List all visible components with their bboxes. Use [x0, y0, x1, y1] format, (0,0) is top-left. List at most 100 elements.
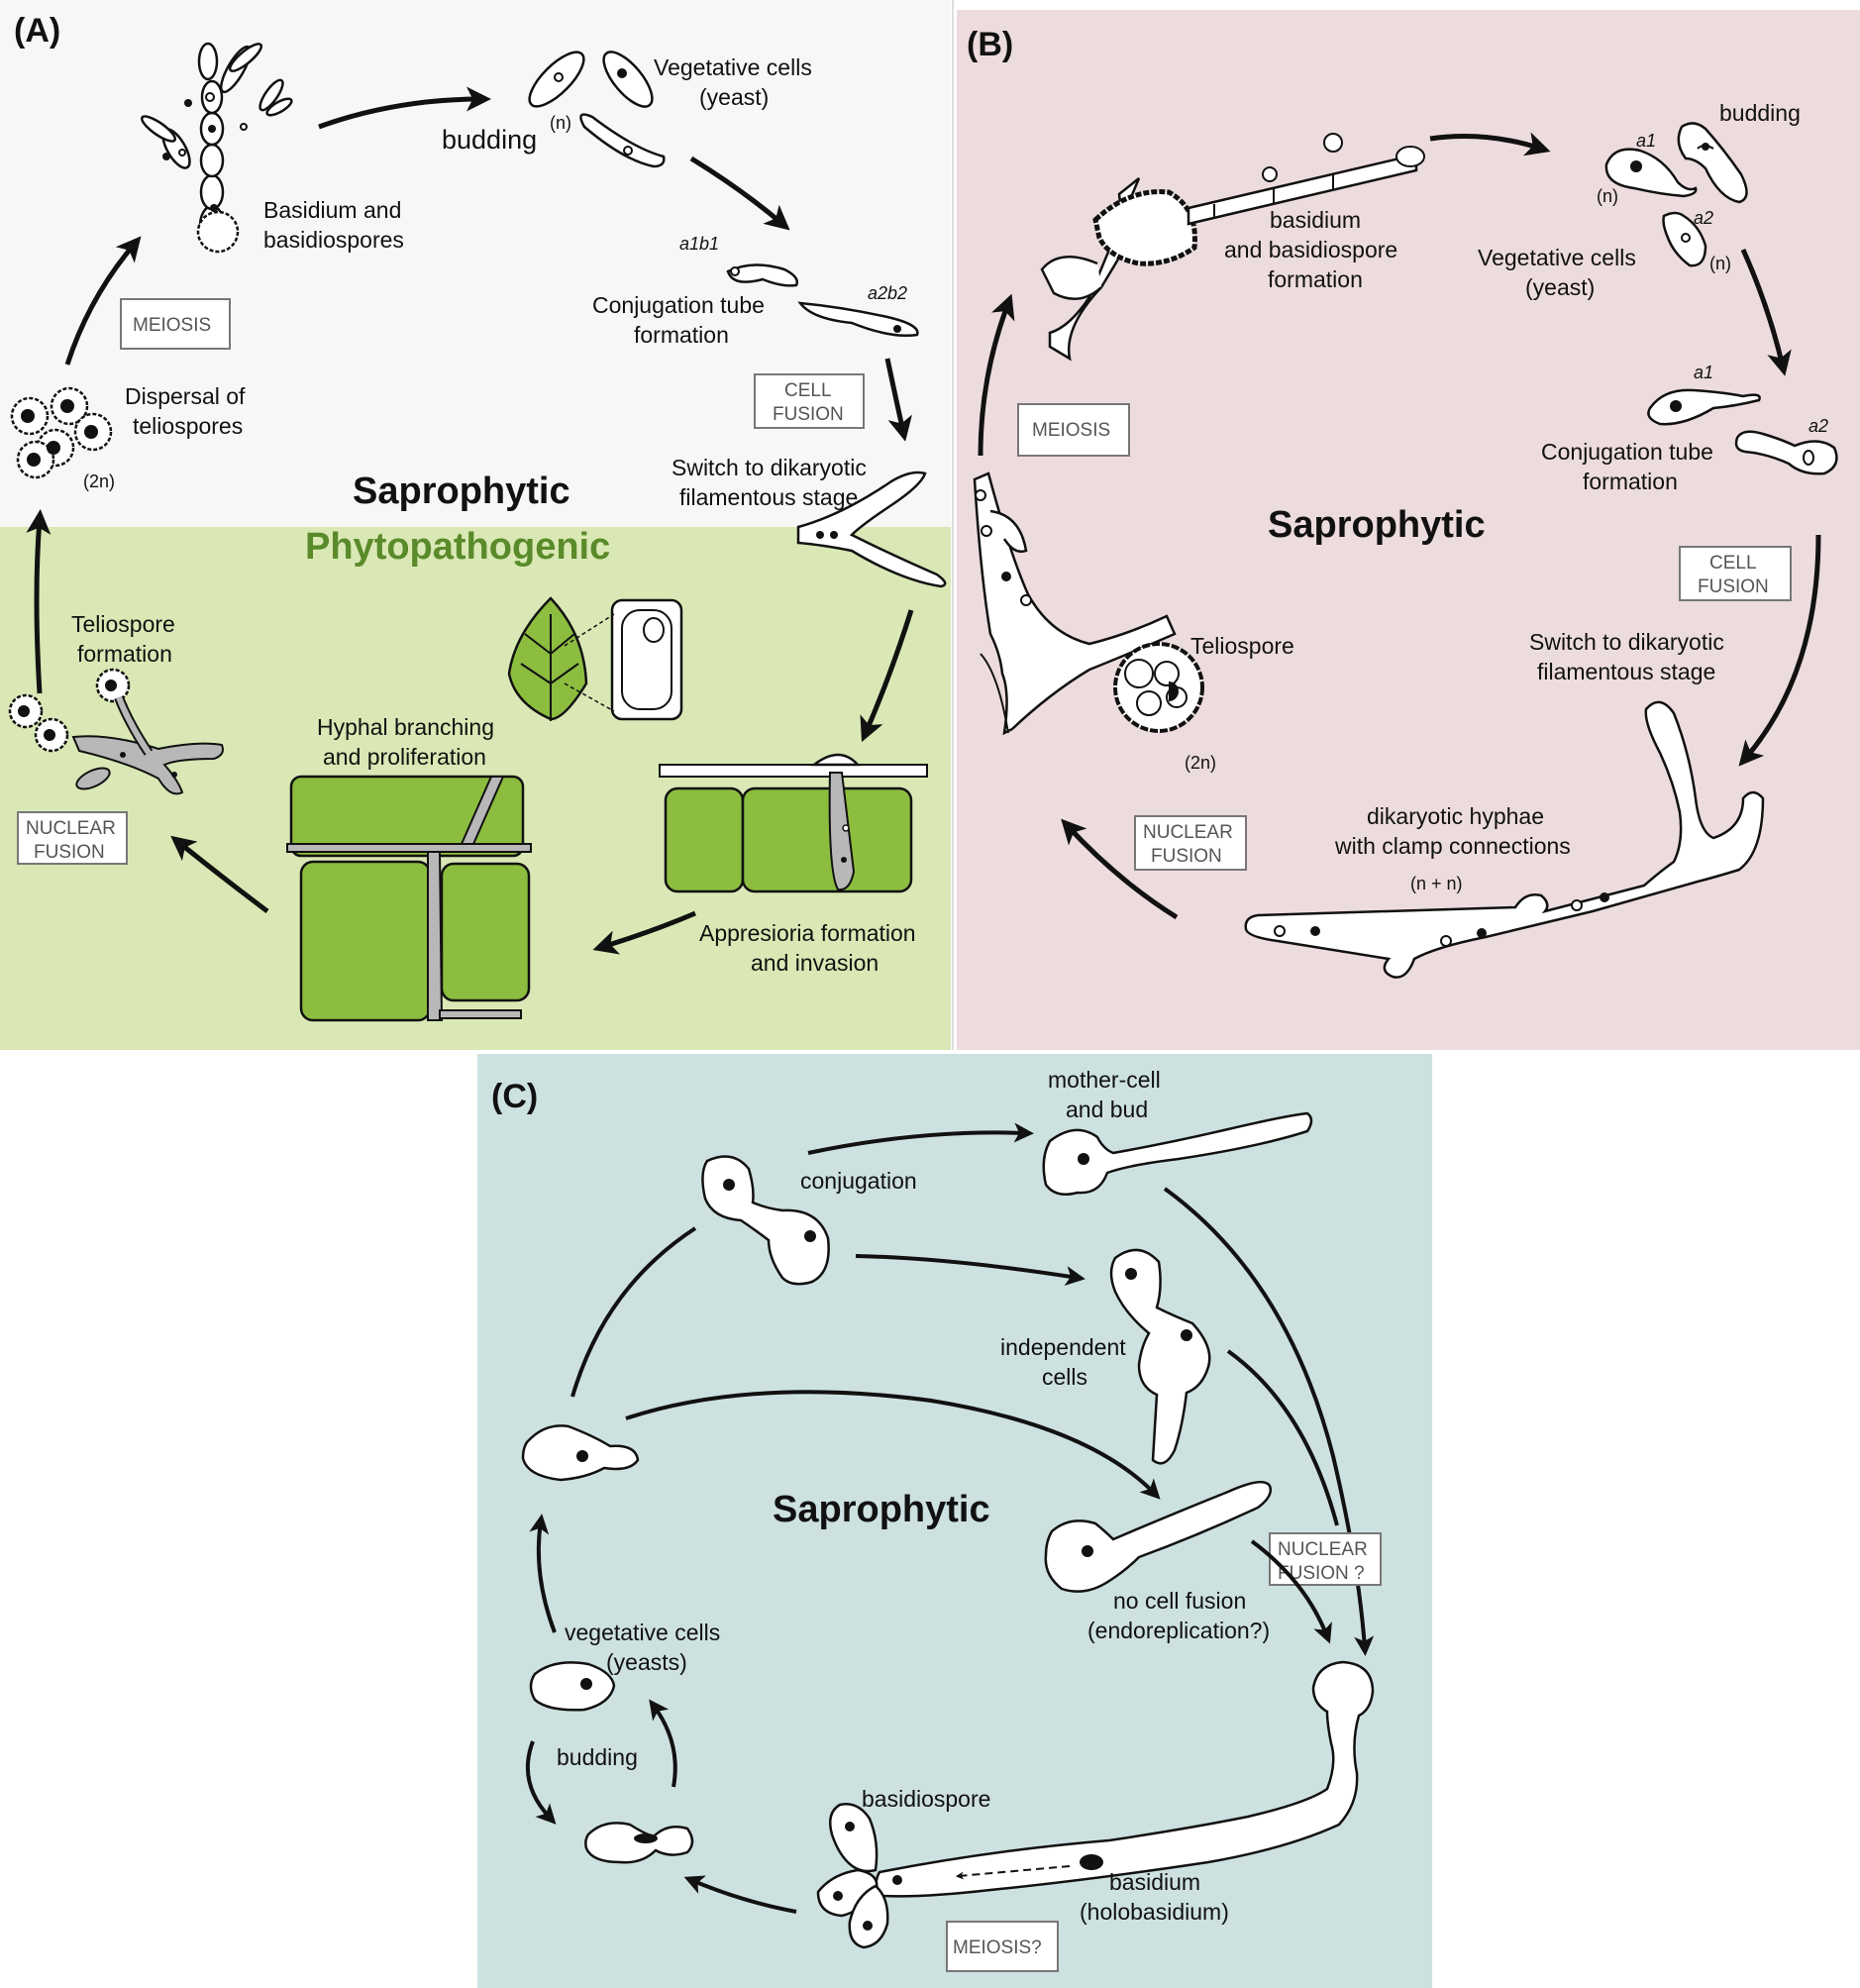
conjugation-label-b: Conjugation tube: [1541, 439, 1713, 465]
vegetative-label-c: vegetative cells: [565, 1620, 720, 1645]
arrow-basidiospore-to-budding: [683, 1875, 797, 1914]
conj-cell-a1b1: [726, 263, 798, 287]
meiosis-box-c: [946, 1921, 1059, 1972]
conjugation-label-c: conjugation: [800, 1168, 917, 1194]
independent-cells-c: [1109, 1248, 1211, 1465]
meiosis-label-b: MEIOSIS: [1032, 420, 1110, 441]
basidium-drawing-c: [875, 1660, 1375, 1898]
arrow-to-mother-cell-c: [807, 1122, 1034, 1155]
mother-label-c: mother-cell: [1048, 1067, 1161, 1093]
a2b2-label: a2b2: [868, 283, 907, 303]
basidiospore-label-c: basidiospore: [862, 1786, 990, 1812]
arc-yeast-to-conjugation: [570, 1226, 697, 1398]
nuclear-fusion-label-c: NUCLEAR: [1278, 1539, 1368, 1560]
nuclear-fusion-label-a: NUCLEAR: [26, 818, 116, 839]
saprophytic-label-b: Saprophytic: [1268, 504, 1486, 546]
meiosis-label-a: MEIOSIS: [133, 315, 211, 336]
conj-cell-b-a1: [1647, 388, 1761, 426]
a2-label-b: a2: [1694, 208, 1713, 228]
arrow-to-basidium-b: [978, 293, 1015, 457]
arrow-to-hyphal-a: [592, 910, 696, 955]
vegetative-label-c-2: (yeasts): [606, 1649, 687, 1675]
switch-label-b-2: filamentous stage: [1537, 659, 1715, 684]
nuclear-fusion-label-c-2: FUSION ?: [1278, 1563, 1365, 1584]
ploidy-nn-b: (n + n): [1410, 874, 1463, 893]
panel-a-letter: (A): [14, 12, 60, 50]
conjugating-cells-c: [701, 1155, 830, 1286]
arrow-to-dispersal-a: [26, 509, 52, 694]
arrow-to-basidium-a: [64, 236, 142, 366]
ploidy-n-b-2: (n): [1709, 254, 1731, 273]
nuclear-fusion-label-b-2: FUSION: [1151, 846, 1222, 867]
dikaryon-cell-a: [796, 471, 947, 588]
arrow-to-no-fusion-c: [625, 1390, 1161, 1500]
basidium-nucleus-c: [1080, 1854, 1103, 1870]
teliospore-label-a-2: formation: [77, 641, 172, 667]
nuclear-fusion-label-b: NUCLEAR: [1143, 822, 1233, 843]
vegetative-label-b-2: (yeast): [1525, 274, 1595, 300]
arrow-vegetative-up-c: [529, 1514, 557, 1633]
meiosis-box-b: [1017, 403, 1130, 457]
arrow-budding-loop-left: [525, 1740, 557, 1825]
dispersal-label: Dispersal of: [125, 383, 246, 409]
nuclear-fusion-box-a: [17, 811, 128, 865]
cell-fusion-label-b-2: FUSION: [1698, 576, 1769, 597]
arrow-to-independent-c: [855, 1254, 1085, 1287]
budding-cells-c: [584, 1822, 694, 1864]
mother-label-c-2: and bud: [1066, 1097, 1148, 1122]
switch-label-b: Switch to dikaryotic: [1529, 629, 1724, 655]
leaf-inset: [507, 596, 683, 721]
cell-fusion-box-b: [1679, 546, 1792, 601]
nuclear-fusion-label-a-2: FUSION: [34, 842, 105, 863]
basidium-label-a-2: basidiospores: [263, 227, 404, 253]
nuclear-fusion-box-b: [1134, 815, 1247, 871]
a1b1-label: a1b1: [679, 234, 719, 254]
arrow-to-switch-a: [884, 358, 912, 442]
vegetative-label-b: Vegetative cells: [1478, 245, 1636, 270]
teliospore-label-b: Teliospore: [1190, 633, 1294, 659]
yeast-cells-b: [1604, 122, 1748, 267]
independent-label-c: independent: [1000, 1334, 1126, 1360]
budding-label-c: budding: [557, 1744, 638, 1770]
independent-label-c-2: cells: [1042, 1364, 1087, 1390]
teliospore-label-a: Teliospore: [71, 611, 175, 637]
basidium-label-c-2: (holobasidium): [1080, 1899, 1229, 1925]
conjugation-label-b-2: formation: [1583, 469, 1678, 494]
basidium-label-a: Basidium and: [263, 197, 401, 223]
vegetative-cell-c: [529, 1661, 616, 1712]
arrow-to-nuclear-fusion-a: [170, 835, 269, 913]
teliospore-drawing-b: [973, 471, 1204, 736]
budding-label-a: budding: [442, 125, 537, 155]
ploidy-2n-b: (2n): [1185, 753, 1216, 773]
conjugation-label-a-2: formation: [634, 322, 729, 348]
meiosis-label-c: MEIOSIS?: [953, 1937, 1042, 1958]
a2-label-b-2: a2: [1808, 416, 1828, 436]
dispersal-label-2: teliospores: [133, 413, 243, 439]
teliospores-dispersal: [10, 386, 113, 479]
cell-fusion-label-a-2: FUSION: [773, 404, 844, 425]
basidium-label-b: basidium: [1270, 207, 1361, 233]
basidium-label-b-2: and basidiospore: [1224, 237, 1397, 262]
panel-a: (A) Basidium and basidiospores: [0, 0, 954, 1050]
vegetative-label-a-2: (yeast): [699, 84, 769, 110]
a1-label-b-2: a1: [1694, 363, 1713, 382]
basidium-label-c: basidium: [1109, 1869, 1200, 1895]
dashed-nuclear-path-c: [955, 1865, 1071, 1880]
conjugation-label-a: Conjugation tube: [592, 292, 765, 318]
arrow-to-conjugation-b: [1740, 248, 1792, 376]
hyphal-drawing: [286, 775, 532, 1022]
panel-b-letter: (B): [967, 26, 1013, 63]
arrow-to-budding-a: [318, 86, 491, 130]
curve-independent-to-fusion: [1226, 1349, 1339, 1526]
arrow-to-dikaryotic-b: [1738, 534, 1821, 767]
no-fusion-label-c: no cell fusion: [1113, 1588, 1246, 1614]
ploidy-n-b-1: (n): [1597, 186, 1618, 206]
no-fusion-label-c-2: (endoreplication?): [1087, 1618, 1270, 1643]
budding-ploidy-a: (n): [550, 113, 571, 133]
switch-label-a: Switch to dikaryotic: [672, 455, 867, 480]
a1-label-b: a1: [1636, 131, 1656, 151]
switch-label-a-2: filamentous stage: [679, 484, 858, 510]
arrow-no-fusion-to-basidium: [1250, 1539, 1332, 1644]
dikaryotic-hyphae-drawing-b: [1244, 700, 1765, 979]
